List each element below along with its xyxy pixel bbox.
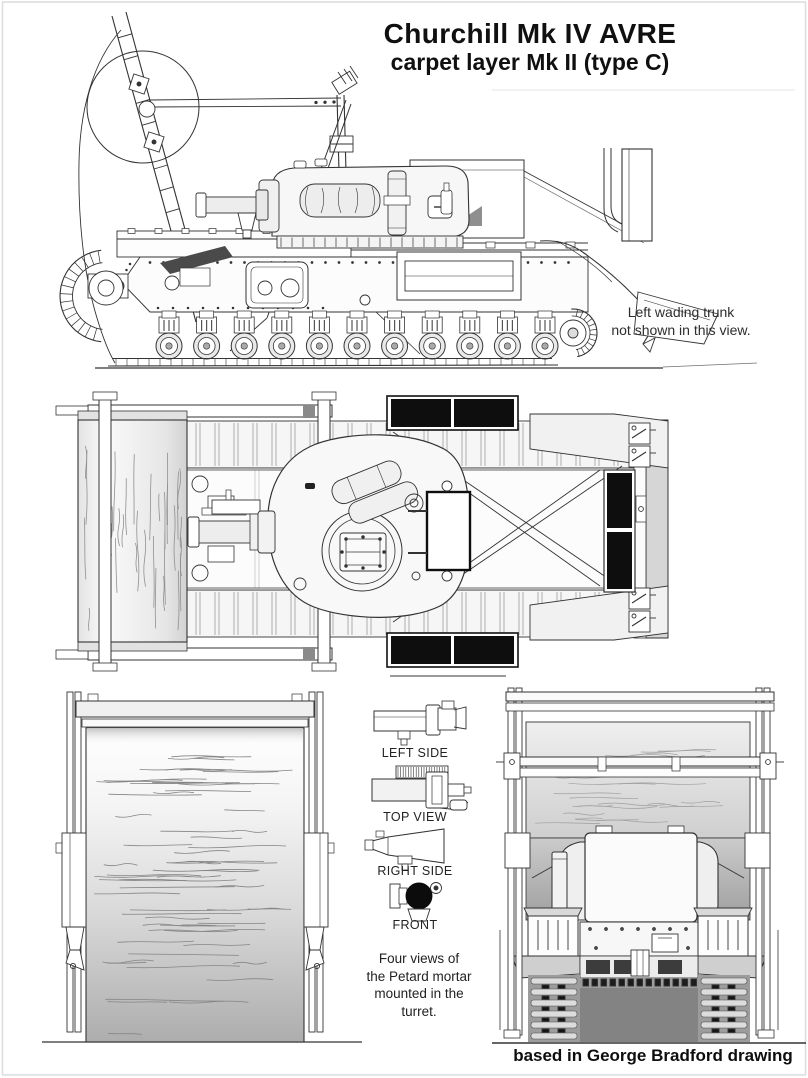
roll-bracket-right [303,832,329,971]
turret-front-plate [584,832,698,923]
tank-front-turret [547,825,719,923]
petard-mortar-plan [187,499,276,554]
hull-front [511,907,767,1042]
drawing-title: Churchill Mk IV AVRE carpet layer Mk II … [352,18,708,75]
louvre-panel [607,473,632,528]
credit-line: based in George Bradford drawing [513,1046,793,1065]
mortar-right-side-icon [364,828,445,871]
track-right-front [698,975,750,1042]
lower-hull-shadow [580,988,698,1042]
intake-louvre-right [697,913,749,957]
tool-box [651,933,679,953]
exhaust-stack [551,851,568,913]
running-gear [59,249,598,367]
title-line-1: Churchill Mk IV AVRE [383,18,677,49]
petard-mortar-views [364,700,472,922]
frame-upright-left [499,687,531,1039]
frame-top-beam [505,691,775,702]
carpet-roll-plan [77,410,188,652]
roll-bracket-left [61,832,87,971]
trunk-stowage-box-plan [408,480,472,582]
carpet-guide-pads [386,395,519,677]
carpet-silhouette [78,29,122,364]
carpet-front-view-drawing [42,691,362,1043]
turret-stowage-plan [331,460,419,524]
mortar-front-icon [389,882,442,922]
frame-upright-right [744,687,779,1039]
fender-clamps [628,422,656,633]
mortar-top-view-icon [371,765,472,811]
support-beam [148,97,342,108]
bobbin-axle [138,100,156,118]
plan-view-drawing [55,391,669,677]
turret-side [195,158,525,249]
tank-front-view-drawing [492,687,806,1044]
wading-trunk [523,148,719,353]
frame-mid-beam [496,752,784,780]
intake-louvre-left [527,913,579,957]
water-bottle [440,189,453,215]
center-bracket [630,949,650,977]
label-top-view: TOP VIEW [383,810,447,824]
track-left-front [528,975,580,1042]
title-line-2: carpet layer Mk II (type C) [390,49,670,75]
petard-mortar-side [195,189,269,239]
mortar-left-side-icon [373,700,467,746]
louvre-panel [607,532,632,589]
rear-hull-plan [529,413,669,641]
carpet-chute-plate [160,246,233,274]
turret-plan [187,434,470,618]
note-line-1: Left wading trunk [627,304,735,320]
label-front: FRONT [392,918,438,932]
label-left-side: LEFT SIDE [381,746,449,760]
mortar-caption: Four views of the Petard mortar mounted … [366,951,472,1019]
carpet-roll-front [85,727,305,1043]
note-line-2: not shown in this view. [611,322,751,338]
side-view-drawing [59,11,758,369]
frame-top-beam [75,700,315,718]
stowage-roll [299,183,381,218]
label-right-side: RIGHT SIDE [377,864,453,878]
wading-trunk-note: Left wading trunk not shown in this view… [593,303,769,339]
